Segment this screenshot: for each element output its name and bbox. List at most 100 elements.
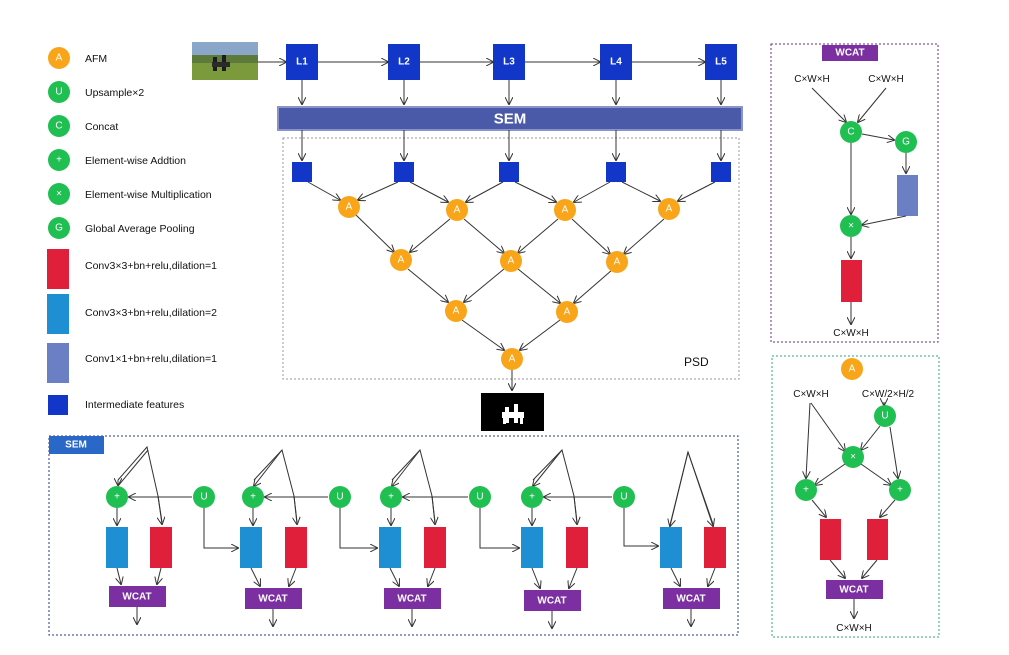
wcat-conv-1x1 bbox=[897, 175, 918, 216]
sem-upsample-node-2 bbox=[329, 486, 351, 508]
legend-upsample: U Upsample×2 bbox=[48, 81, 144, 103]
add-icon bbox=[48, 149, 70, 171]
wcat-mult-symbol: × bbox=[848, 221, 854, 232]
afm-add-symbol-1: + bbox=[803, 485, 809, 496]
wcat-gap-node bbox=[895, 131, 917, 153]
afm-wcat-block bbox=[826, 580, 883, 599]
afm-panel-title: A bbox=[849, 364, 856, 375]
afm-output: C×W×H bbox=[836, 623, 872, 634]
wcat-mult-node bbox=[840, 215, 862, 237]
legend: A AFM U Upsample×2 C Concat + Element-wi… bbox=[47, 47, 217, 415]
afm-node-8-label: A bbox=[453, 306, 460, 317]
legend-label-concat: Concat bbox=[85, 121, 118, 133]
level-l3: L3 bbox=[493, 44, 525, 80]
sem-conv-d1-5 bbox=[704, 527, 726, 568]
afm-node-7-label: A bbox=[614, 257, 621, 268]
sem-conv-d2-2 bbox=[240, 527, 262, 568]
sem-unit-4: + WCAT bbox=[521, 449, 612, 628]
wcat-concat-symbol: C bbox=[847, 127, 854, 138]
intermediate-features bbox=[292, 130, 731, 182]
feature-5 bbox=[711, 162, 731, 182]
sem-panel-title: SEM bbox=[65, 440, 87, 451]
sem-upsample-1: U bbox=[193, 486, 238, 548]
multiply-icon bbox=[48, 183, 70, 205]
upsample-symbol: U bbox=[55, 87, 62, 98]
legend-label-addition: Element-wise Addtion bbox=[85, 155, 186, 167]
legend-addition: + Element-wise Addtion bbox=[48, 149, 186, 171]
sem-bar: SEM bbox=[277, 106, 743, 131]
afm-node-3-label: A bbox=[562, 205, 569, 216]
sem-wcat-5 bbox=[663, 588, 720, 609]
sem-conv-d1-4 bbox=[566, 527, 588, 568]
legend-features: Intermediate features bbox=[48, 395, 184, 415]
sem-upsample-node-3 bbox=[469, 486, 491, 508]
legend-label-conv-d1: Conv3×3+bn+relu,dilation=1 bbox=[85, 260, 217, 272]
sem-upsample-node-1 bbox=[193, 486, 215, 508]
feature-4 bbox=[606, 162, 626, 182]
legend-label-multiplication: Element-wise Multiplication bbox=[85, 189, 212, 201]
afm-node-10-label: A bbox=[509, 354, 516, 365]
psd-box bbox=[282, 137, 740, 380]
legend-label-conv-1x1: Conv1×1+bn+relu,dilation=1 bbox=[85, 353, 217, 365]
afm-wcat-label: WCAT bbox=[839, 585, 868, 596]
afm-node-4 bbox=[658, 198, 680, 220]
afm-node-4-label: A bbox=[666, 204, 673, 215]
legend-label-conv-d2: Conv3×3+bn+relu,dilation=2 bbox=[85, 307, 217, 319]
sem-bar-label: SEM bbox=[494, 111, 527, 128]
afm-panel-title-node bbox=[841, 358, 863, 380]
afm-input-1: C×W×H bbox=[793, 389, 829, 400]
sem-add-node-2 bbox=[242, 486, 264, 508]
sem-add-symbol-1: + bbox=[114, 492, 120, 503]
sem-add-symbol-2: + bbox=[250, 492, 256, 503]
afm-panel: A C×W×H C×W/2×H/2 U × + + WCAT C×W×H bbox=[771, 355, 940, 638]
legend-gap: G Global Average Pooling bbox=[48, 217, 195, 239]
sem-conv-d1-2 bbox=[285, 527, 307, 568]
sem-upsample-node-4 bbox=[613, 486, 635, 508]
wcat-gap-symbol: G bbox=[902, 137, 910, 148]
sem-add-node-3 bbox=[380, 486, 402, 508]
wcat-panel-title-box bbox=[822, 45, 878, 61]
sem-panel-title-box bbox=[49, 436, 104, 454]
afm-add-node-1 bbox=[795, 479, 817, 501]
sem-wcat-1 bbox=[109, 586, 166, 607]
level-l2: L2 bbox=[388, 44, 420, 80]
sem-unit-2: + WCAT bbox=[240, 448, 328, 626]
legend-label-features: Intermediate features bbox=[85, 399, 184, 411]
feature-2 bbox=[394, 162, 414, 182]
concat-symbol: C bbox=[55, 121, 62, 132]
sem-wcat-2 bbox=[245, 588, 302, 609]
sem-wcat-4 bbox=[524, 590, 581, 611]
sem-upsample-symbol-2: U bbox=[336, 492, 343, 503]
afm-node-6-label: A bbox=[508, 256, 515, 267]
afm-mult-symbol: × bbox=[850, 452, 856, 463]
level-l5-label: L5 bbox=[715, 57, 727, 68]
sem-upsample-2: U bbox=[329, 486, 377, 548]
afm-node-7 bbox=[606, 251, 628, 273]
sem-add-symbol-3: + bbox=[388, 492, 394, 503]
sem-conv-d2-5 bbox=[660, 527, 682, 568]
afm-upsample-symbol: U bbox=[881, 411, 888, 422]
sem-upsample-symbol-4: U bbox=[620, 492, 627, 503]
conv-d1-swatch bbox=[47, 249, 69, 289]
sem-upsample-symbol-1: U bbox=[200, 492, 207, 503]
wcat-conv-d1 bbox=[841, 260, 862, 302]
legend-conv-d1: Conv3×3+bn+relu,dilation=1 bbox=[47, 249, 217, 289]
sem-conv-d2-1 bbox=[106, 527, 128, 568]
sem-conv-d1-1 bbox=[150, 527, 172, 568]
level-l1: L1 bbox=[286, 44, 318, 80]
wcat-output: C×W×H bbox=[833, 328, 869, 339]
afm-conv-d1-left bbox=[820, 519, 841, 560]
wcat-input-2: C×W×H bbox=[868, 74, 904, 85]
sem-add-node-4 bbox=[521, 486, 543, 508]
sem-conv-d2-4 bbox=[521, 527, 543, 568]
level-l3-label: L3 bbox=[503, 57, 515, 68]
sem-wcat-label-3: WCAT bbox=[397, 594, 426, 605]
afm-node-2-label: A bbox=[454, 205, 461, 216]
level-l2-label: L2 bbox=[398, 57, 410, 68]
sem-add-symbol-4: + bbox=[529, 492, 535, 503]
concat-icon bbox=[48, 115, 70, 137]
sem-panel: SEM bbox=[48, 435, 739, 636]
legend-concat: C Concat bbox=[48, 115, 118, 137]
gap-icon bbox=[48, 217, 70, 239]
wcat-concat-node bbox=[840, 121, 862, 143]
